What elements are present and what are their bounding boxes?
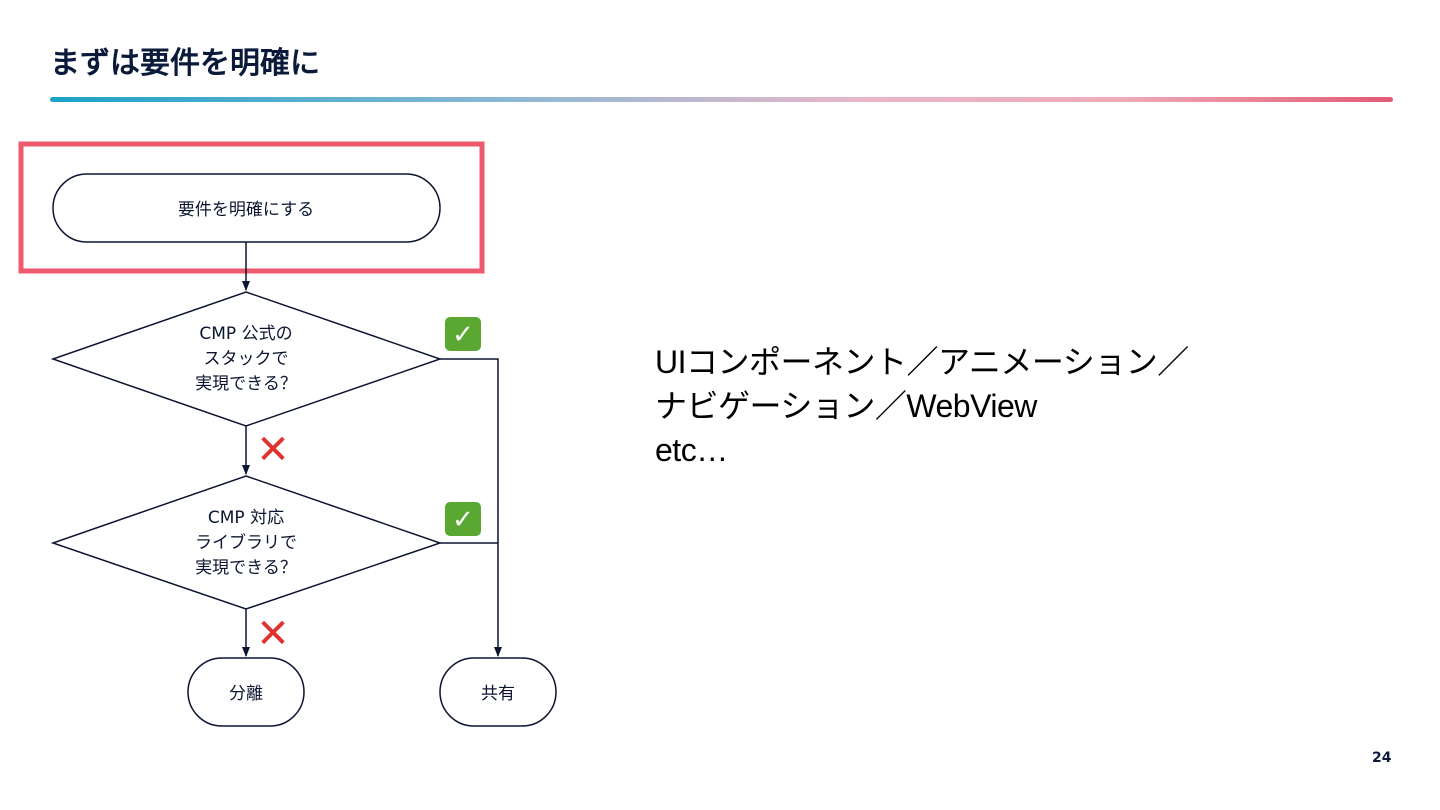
- yes-check-icon: [445, 317, 481, 351]
- slide-title: まずは要件を明確に: [50, 46, 320, 81]
- connector-decision1-yes: [440, 358, 502, 657]
- yes-check-icon: [445, 502, 481, 536]
- no-cross-icon: ✕: [256, 427, 290, 473]
- decision-1-line-2: スタックで: [204, 349, 289, 369]
- body-line-1: UIコンポーネント／アニメーション／: [655, 344, 1189, 380]
- outcome-separate-label: 分離: [229, 684, 263, 704]
- body-text: UIコンポーネント／アニメーション／ ナビゲーション／WebView etc…: [655, 340, 1189, 472]
- body-line-2: ナビゲーション／WebView: [655, 388, 1037, 424]
- decision-2-line-1: CMP 対応: [208, 508, 284, 528]
- start-node-label: 要件を明確にする: [178, 200, 314, 220]
- highlight-box: [18, 141, 485, 274]
- outcome-share-node: [439, 657, 557, 727]
- outcome-share-label: 共有: [481, 684, 515, 704]
- decision-2-line-3: 実現できる？: [195, 558, 297, 578]
- decision-1-line-3: 実現できる？: [195, 374, 297, 394]
- body-line-3: etc…: [655, 432, 728, 468]
- page-number: 24: [1372, 750, 1392, 766]
- outcome-separate-node: [187, 657, 305, 727]
- yes-check-glyph: ✓: [452, 320, 474, 350]
- decision-1-line-1: CMP 公式の: [199, 324, 292, 344]
- decision-2-line-2: ライブラリで: [195, 532, 297, 553]
- no-cross-icon: ✕: [256, 611, 290, 657]
- title-underline: [50, 97, 1393, 102]
- yes-check-glyph: ✓: [452, 505, 474, 535]
